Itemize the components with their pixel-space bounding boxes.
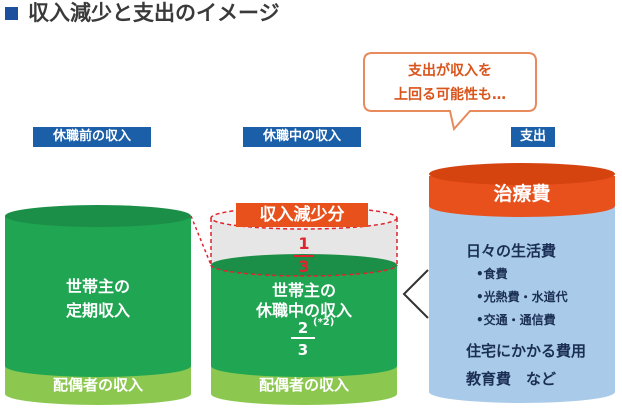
fraction-denominator: 3	[297, 341, 309, 359]
left-main-line-2: 定期収入	[65, 301, 130, 320]
dashed-connector	[190, 215, 212, 266]
less-than-symbol	[402, 269, 429, 319]
living-expenses: 日々の生活費	[466, 242, 557, 260]
speech-bubble	[363, 52, 537, 132]
housing-expenses: 住宅にかかる費用	[466, 342, 587, 360]
decrease-numerator: 1	[298, 234, 310, 253]
treatment-cost: 治療費	[493, 183, 551, 205]
page-title: 収入減少と支出のイメージ	[28, 1, 280, 25]
decrease-denominator: 3	[298, 257, 310, 276]
middle-main-line-2: 休職中の収入	[255, 301, 352, 320]
decrease-label: 収入減少分	[259, 205, 345, 225]
title-bullet-icon	[5, 7, 18, 20]
fraction-numerator: 2	[297, 319, 309, 337]
left-main-line-1: 世帯主の	[65, 277, 130, 296]
label-during-leave: 休職中の収入	[243, 127, 361, 147]
right-cylinder	[429, 163, 615, 403]
left-spouse-income: 配偶者の収入	[52, 376, 143, 394]
expense-item-food: •食費	[476, 267, 508, 281]
bubble-line-1: 支出が収入を	[408, 63, 492, 79]
fraction-note: (*2)	[313, 317, 335, 328]
label-before-leave: 休職前の収入	[33, 127, 151, 147]
middle-main-line-1: 世帯主の	[271, 281, 336, 300]
label-expense: 支出	[511, 127, 555, 147]
education-expenses: 教育費 など	[466, 370, 557, 388]
expense-item-utilities: •光熱費・水道代	[476, 290, 568, 304]
middle-cylinder	[210, 203, 398, 405]
left-cylinder	[5, 205, 191, 405]
bubble-line-2: 上回る可能性も…	[394, 87, 506, 103]
expense-item-transport: •交通・通信費	[476, 313, 556, 327]
middle-spouse-income: 配偶者の収入	[258, 376, 349, 394]
